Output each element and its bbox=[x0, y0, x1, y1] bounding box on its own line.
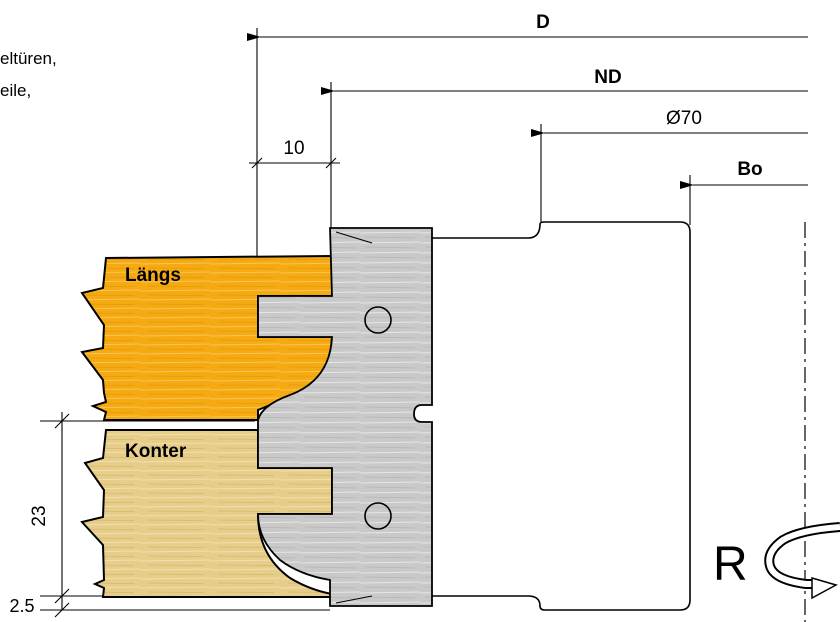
rotation-indicator: R bbox=[713, 522, 840, 600]
cutter-body bbox=[432, 221, 691, 611]
dimension-d-label: D bbox=[536, 12, 550, 33]
workpiece-konter-label: Konter bbox=[125, 441, 187, 462]
dimension-10-label: 10 bbox=[283, 138, 304, 159]
dimension-bore-label: Bo bbox=[737, 159, 762, 180]
dimension-nd-label: ND bbox=[594, 67, 621, 88]
dimension-23-label: 23 bbox=[29, 505, 50, 526]
cutter-profile bbox=[257, 227, 433, 607]
dimension-diameter-label: Ø70 bbox=[666, 108, 702, 129]
rotation-arrow-head bbox=[811, 577, 838, 600]
rotation-label: R bbox=[713, 538, 748, 591]
dimension-nd: ND bbox=[321, 67, 808, 230]
dimension-bore: Bo bbox=[680, 159, 808, 225]
intro-text-line-2: eile, bbox=[0, 81, 31, 100]
upper-bore-circle bbox=[364, 306, 392, 334]
dimension-2-5: 2.5 bbox=[9, 596, 330, 618]
dimension-2-5-label: 2.5 bbox=[9, 596, 34, 616]
lower-bore-circle bbox=[364, 502, 392, 530]
dimension-d: D bbox=[247, 12, 808, 288]
dimension-diameter: Ø70 bbox=[531, 108, 808, 222]
workpiece-laengs-label: Längs bbox=[125, 265, 181, 286]
rotation-arrow-inner bbox=[766, 524, 840, 587]
dimension-10: 10 bbox=[249, 138, 340, 169]
intro-text-line-1: eltüren, bbox=[0, 49, 57, 68]
